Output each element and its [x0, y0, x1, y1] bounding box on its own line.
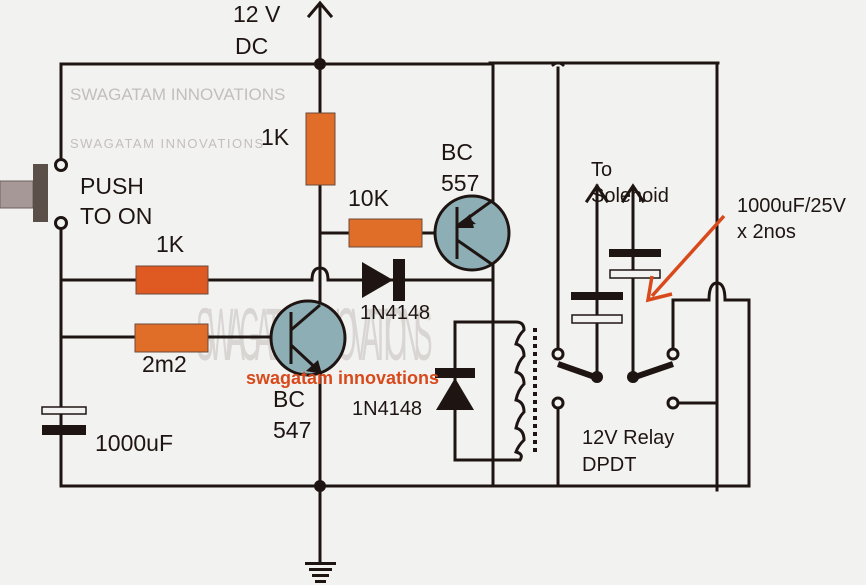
relay-label-type: 12V Relay — [582, 427, 674, 449]
output-label-solenoid: Solenoid — [591, 185, 669, 207]
push-button-icon — [0, 180, 34, 209]
relay-label-dpdt: DPDT — [582, 454, 636, 476]
watermark-red: swagatam innovations — [246, 368, 439, 388]
push-switch: PUSH TO ON — [0, 158, 152, 430]
annotation-label-value: 1000uF/25V — [737, 195, 847, 217]
watermark-top: SWAGATAM INNOVATIONS — [70, 85, 285, 104]
resistor-10k-label: 10K — [348, 185, 390, 211]
transistor-bc557: BC 557 — [433, 139, 511, 272]
bc557-label-number: 557 — [441, 170, 479, 196]
supply-terminal: 12 V DC — [233, 0, 334, 488]
diode-series-label: 1N4148 — [360, 302, 430, 324]
bc547-label-bc: BC — [273, 386, 305, 412]
relay-contacts — [551, 281, 751, 488]
annotation-label-qty: x 2nos — [737, 221, 796, 243]
bottom-rail — [59, 426, 719, 488]
bc547-label-number: 547 — [273, 417, 311, 443]
push-button-plunger-icon — [33, 164, 48, 222]
resistor-1k-horizontal-label: 1K — [156, 231, 185, 257]
bc557-label-bc: BC — [441, 139, 473, 165]
resistor-1k-vertical: 1K — [261, 112, 336, 186]
junction-dot — [314, 58, 326, 70]
transistor-bc547: BC 547 — [269, 299, 347, 443]
ground-icon — [305, 484, 336, 583]
annotation-capacitors: 1000uF/25V x 2nos — [645, 195, 847, 303]
resistor-2m2-label: 2m2 — [142, 351, 187, 377]
capacitor-label: 1000uF — [95, 430, 173, 456]
supply-label-dc: DC — [235, 33, 268, 59]
relay-coil: 1N4148 — [352, 320, 537, 488]
supply-label-voltage: 12 V — [233, 1, 281, 27]
switch-label-push: PUSH — [80, 173, 144, 199]
switch-label-to-on: TO ON — [80, 203, 152, 229]
solenoid-output: To Solenoid — [571, 159, 669, 373]
resistor-1k-horizontal: 1K — [59, 231, 495, 295]
resistor-10k: 10K — [318, 185, 442, 248]
diode-flyback-label: 1N4148 — [352, 398, 422, 420]
top-rail — [59, 62, 495, 162]
diode-1n4148-series: 1N4148 — [360, 259, 430, 324]
resistor-2m2: 2m2 — [59, 323, 277, 377]
capacitor-1000uf: 1000uF — [41, 406, 173, 456]
resistor-1k-vertical-label: 1K — [261, 124, 290, 150]
watermark-mid: SWAGATAM INNOVATIONS — [70, 136, 265, 151]
output-label-to: To — [591, 159, 612, 181]
